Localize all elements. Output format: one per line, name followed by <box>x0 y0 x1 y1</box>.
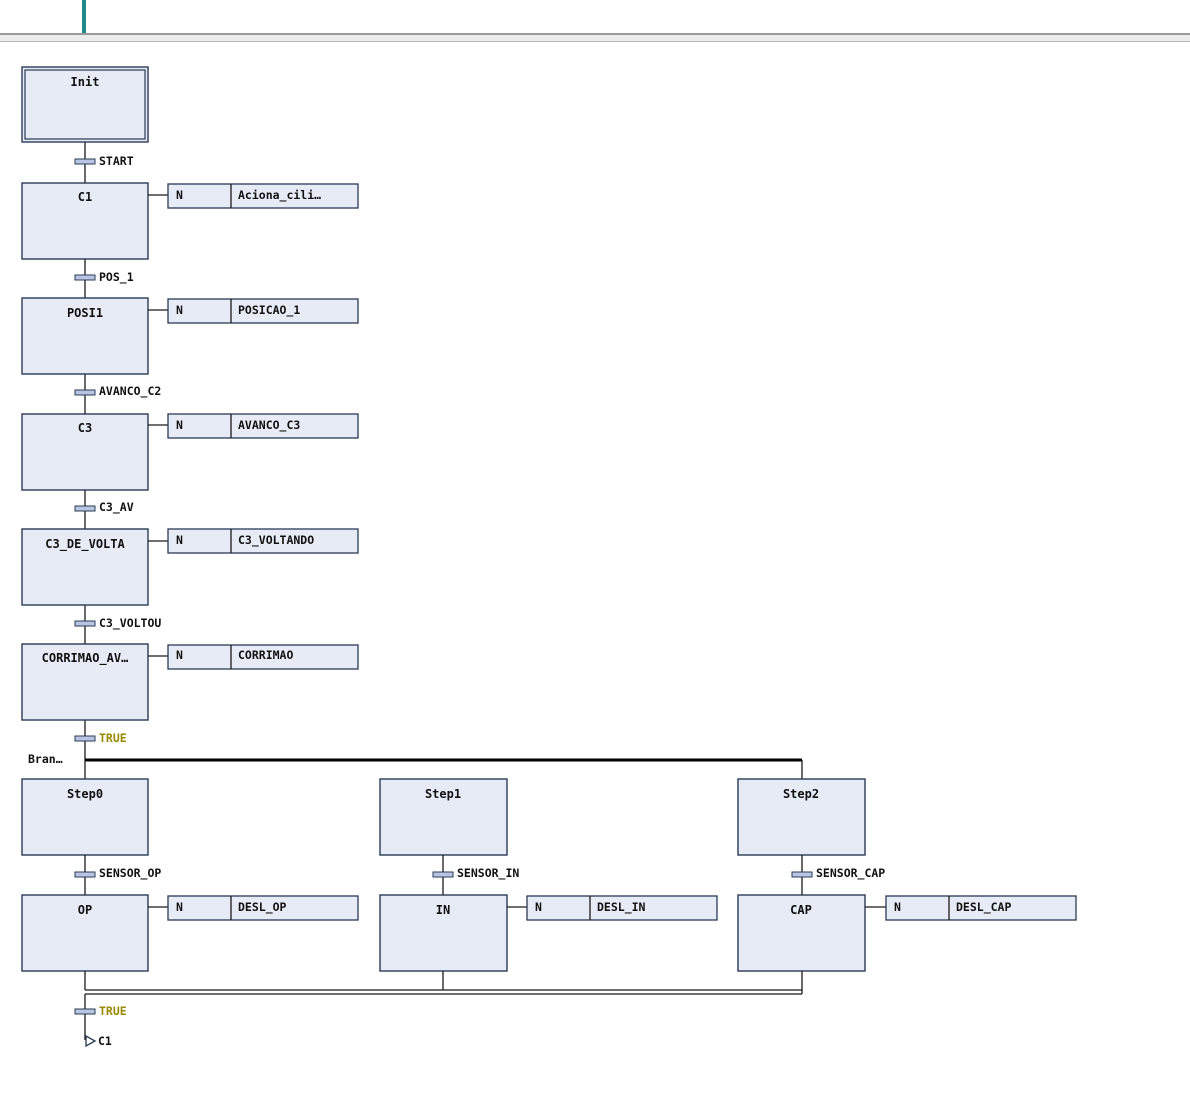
transition-label-c3-voltou: C3_VOLTOU <box>99 616 161 631</box>
action-block-op[interactable]: N DESL_OP <box>168 896 358 920</box>
action-block-c3[interactable]: N AVANCO_C3 <box>168 414 358 438</box>
transition-label-pos-1: POS_1 <box>99 270 134 285</box>
action-block-in[interactable]: N DESL_IN <box>527 896 717 920</box>
step-label-init: Init <box>71 75 100 89</box>
transition-c3-av[interactable]: C3_AV <box>75 500 134 515</box>
step-c3[interactable]: C3 <box>22 414 148 490</box>
step-label-c3: C3 <box>78 421 92 435</box>
action-block-c3-de-volta[interactable]: N C3_VOLTANDO <box>168 529 358 553</box>
step-corrimao-av[interactable]: CORRIMAO_AV… <box>22 644 148 720</box>
action-qualifier-cap: N <box>894 900 901 914</box>
transition-label-start: START <box>99 154 134 168</box>
action-qualifier-op: N <box>176 900 183 914</box>
action-name-posi1: POSICAO_1 <box>238 303 300 318</box>
branch-label: Bran… <box>28 752 63 766</box>
step-c3-de-volta[interactable]: C3_DE_VOLTA <box>22 529 148 605</box>
transition-label-avanco-c2: AVANCO_C2 <box>99 384 161 399</box>
action-name-c1: Aciona_cili… <box>238 188 321 203</box>
step-label-corrimao-av: CORRIMAO_AV… <box>42 651 129 666</box>
transition-label-sensor-in: SENSOR_IN <box>457 866 519 881</box>
alternative-branch[interactable]: Bran… <box>28 752 802 766</box>
step-label-c3-de-volta: C3_DE_VOLTA <box>45 537 125 552</box>
transition-true-2[interactable]: TRUE <box>75 1004 127 1018</box>
step-label-c1: C1 <box>78 190 92 204</box>
transition-label-sensor-cap: SENSOR_CAP <box>816 866 885 881</box>
step-label-posi1: POSI1 <box>67 306 103 320</box>
transition-label-true-1: TRUE <box>99 731 127 745</box>
step-label-in: IN <box>436 903 450 917</box>
action-name-op: DESL_OP <box>238 900 287 915</box>
transition-true-1[interactable]: TRUE <box>75 731 127 745</box>
action-block-cap[interactable]: N DESL_CAP <box>886 896 1076 920</box>
transition-label-sensor-op: SENSOR_OP <box>99 866 161 881</box>
action-block-corrimao[interactable]: N CORRIMAO <box>168 645 358 669</box>
step-step1[interactable]: Step1 <box>380 779 507 855</box>
action-name-cap: DESL_CAP <box>956 900 1011 915</box>
step-label-step2: Step2 <box>783 787 819 801</box>
transition-sensor-op[interactable]: SENSOR_OP <box>75 866 161 881</box>
action-name-in: DESL_IN <box>597 900 646 915</box>
step-c1[interactable]: C1 <box>22 183 148 259</box>
transition-pos-1[interactable]: POS_1 <box>75 270 134 285</box>
jump-c1[interactable]: C1 <box>86 1034 112 1048</box>
step-posi1[interactable]: POSI1 <box>22 298 148 374</box>
step-init[interactable]: Init <box>22 67 148 142</box>
step-cap[interactable]: CAP <box>738 895 865 971</box>
transition-sensor-in[interactable]: SENSOR_IN <box>433 866 519 881</box>
transition-c3-voltou[interactable]: C3_VOLTOU <box>75 616 161 631</box>
jump-target-label: C1 <box>98 1034 112 1048</box>
action-block-c1[interactable]: N Aciona_cili… <box>168 184 358 208</box>
step-step2[interactable]: Step2 <box>738 779 865 855</box>
step-label-step1: Step1 <box>425 787 461 801</box>
step-label-op: OP <box>78 903 92 917</box>
action-qualifier-c3-de-volta: N <box>176 533 183 547</box>
step-op[interactable]: OP <box>22 895 148 971</box>
transition-label-c3-av: C3_AV <box>99 500 134 515</box>
step-in[interactable]: IN <box>380 895 507 971</box>
action-name-c3-de-volta: C3_VOLTANDO <box>238 533 314 548</box>
action-name-corrimao: CORRIMAO <box>238 648 293 662</box>
transition-start[interactable]: START <box>75 154 134 168</box>
action-qualifier-corrimao: N <box>176 648 183 662</box>
transition-avanco-c2[interactable]: AVANCO_C2 <box>75 384 161 399</box>
action-block-posi1[interactable]: N POSICAO_1 <box>168 299 358 323</box>
action-qualifier-posi1: N <box>176 303 183 317</box>
jump-arrow-icon <box>86 1036 95 1046</box>
step-label-step0: Step0 <box>67 787 103 801</box>
action-qualifier-c3: N <box>176 418 183 432</box>
step-label-cap: CAP <box>790 903 812 917</box>
transition-label-true-2: TRUE <box>99 1004 127 1018</box>
action-qualifier-c1: N <box>176 188 183 202</box>
branch-convergence <box>85 990 802 994</box>
transition-sensor-cap[interactable]: SENSOR_CAP <box>792 866 885 881</box>
action-name-c3: AVANCO_C3 <box>238 418 300 433</box>
step-step0[interactable]: Step0 <box>22 779 148 855</box>
action-qualifier-in: N <box>535 900 542 914</box>
